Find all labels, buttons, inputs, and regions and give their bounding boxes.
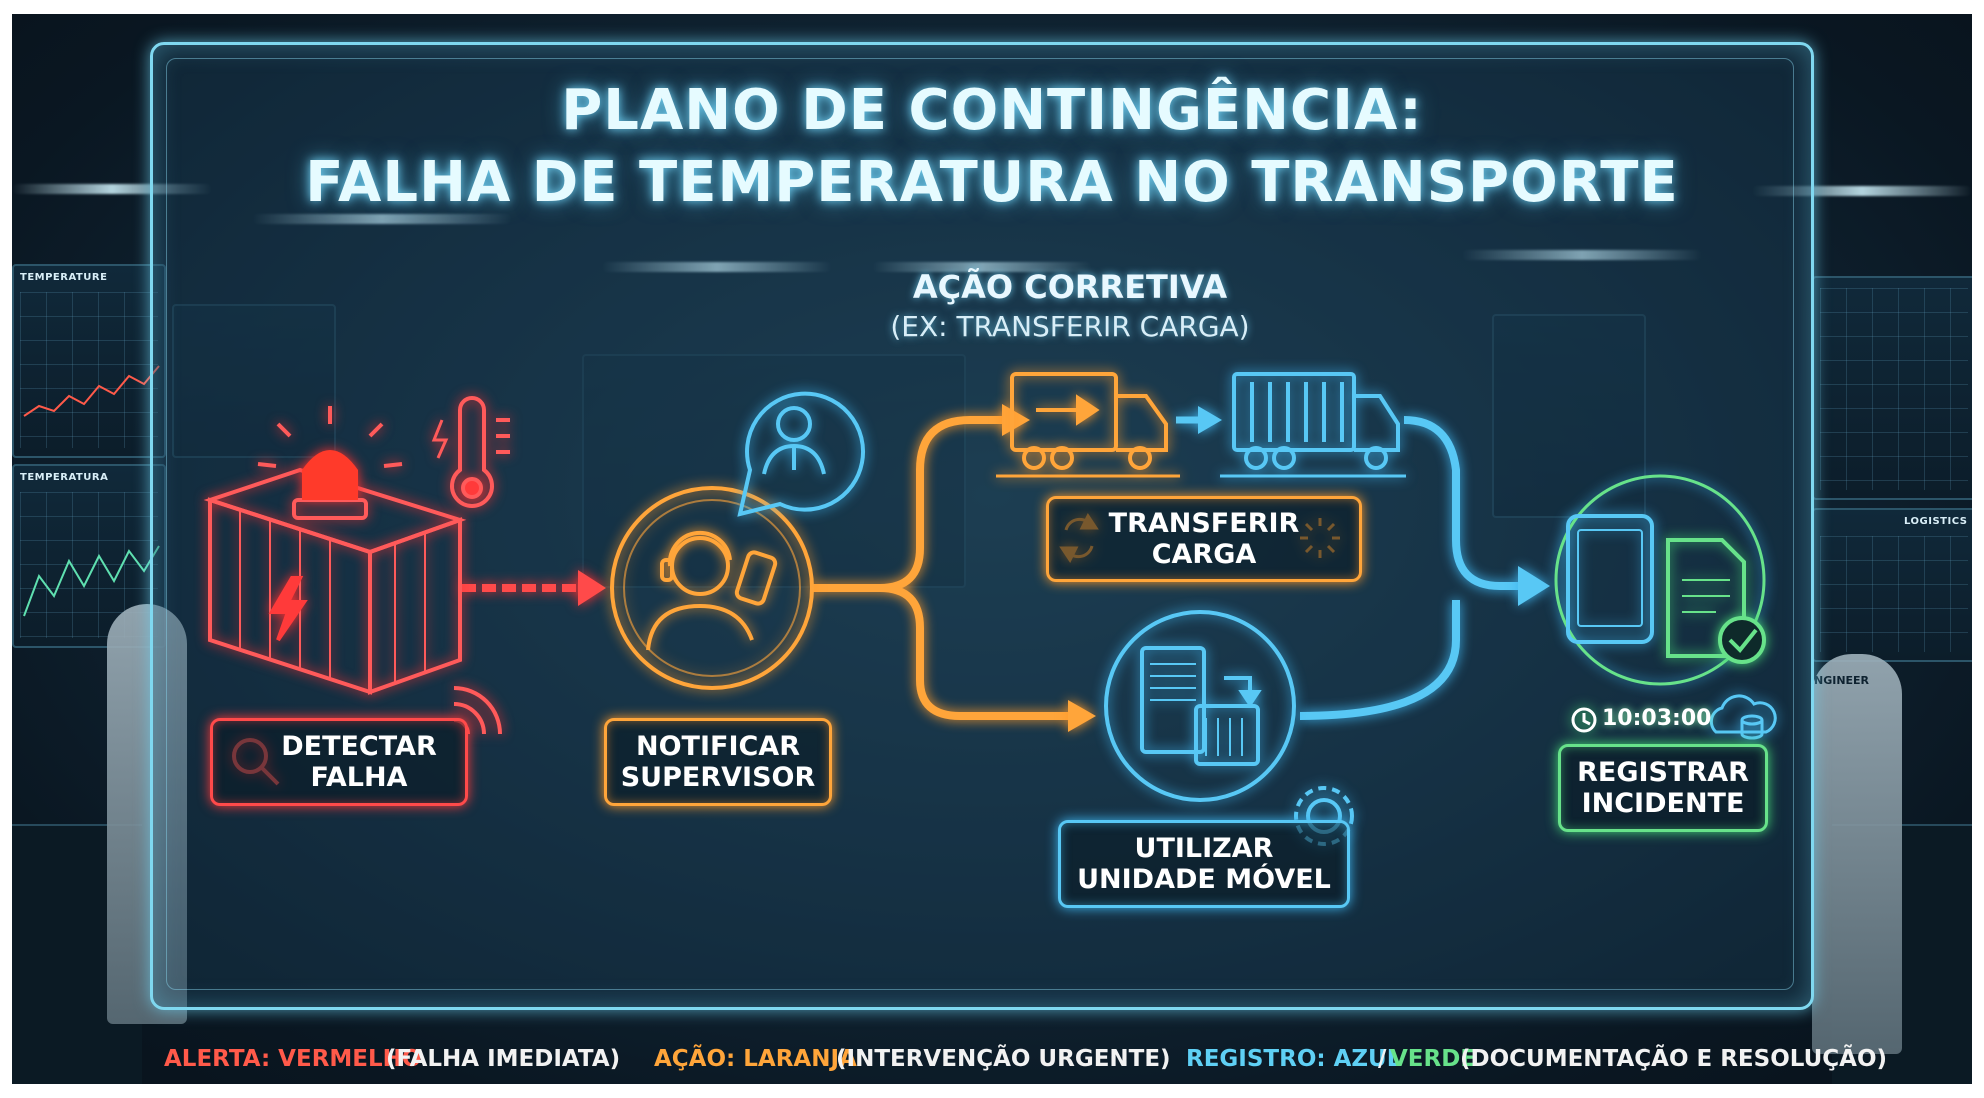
timestamp: 10:03:00: [1602, 706, 1712, 731]
refrigeration-unit-icon: [1104, 610, 1296, 802]
ceiling-light: [872, 262, 1092, 272]
ceiling-light: [602, 262, 832, 272]
transfer-cargo-label: TRANSFERIR CARGA: [1046, 496, 1362, 582]
temperature-chart-line: [23, 365, 160, 417]
orange-arrowhead-top: [1002, 404, 1030, 436]
detect-failure-label: DETECTAR FALHA: [210, 718, 468, 806]
legend-record-blue: REGISTRO: AZUL: [1186, 1046, 1402, 1072]
orange-arrowhead-bottom: [1068, 700, 1096, 732]
hologram-panel-inner-border: [166, 58, 1794, 990]
detect-label-line-1: DETECTAR: [281, 731, 437, 762]
legend-record-sep: /: [1378, 1046, 1387, 1072]
blue-merge-connector: [1299, 416, 1520, 720]
shipping-container-icon: [203, 467, 467, 695]
corrective-action-subtitle: (EX: TRANSFERIR CARGA): [890, 310, 1250, 343]
legend-action-desc: (INTERVENÇÃO URGENTE): [836, 1046, 1171, 1072]
ceiling-light: [12, 184, 212, 194]
monitor-label: TEMPERATURE: [20, 272, 108, 283]
orange-branch-connector: [812, 416, 1070, 720]
blue-arrowhead-register: [1518, 566, 1550, 606]
thermometer-icon: [431, 396, 510, 508]
transfer-label-line-2: CARGA: [1151, 539, 1257, 570]
supervisor-headset-icon: [610, 486, 814, 690]
legend-alert-label: ALERTA: VERMELHO: [164, 1046, 422, 1072]
legend-record-desc: (DOCUMENTAÇÃO E RESOLUÇÃO): [1460, 1046, 1888, 1072]
ceiling-light: [1752, 186, 1972, 196]
document-check-icon: [1666, 538, 1766, 664]
corrective-action-title: AÇÃO CORRETIVA: [912, 268, 1228, 306]
notify-supervisor-label: NOTIFICAR SUPERVISOR: [604, 718, 832, 806]
monitor-label: TEMPERATURA: [20, 472, 109, 483]
monitor-label: LOGISTICS: [1904, 516, 1968, 527]
ceiling-light: [1462, 250, 1702, 260]
clock-icon: [1571, 707, 1597, 733]
transfer-label-line-1: TRANSFERIR: [1108, 508, 1300, 539]
mobile-unit-label-line-2: UNIDADE MÓVEL: [1077, 864, 1331, 895]
register-incident-label: REGISTRAR INCIDENTE: [1558, 744, 1768, 832]
cloud-database-icon: [1709, 694, 1777, 740]
notify-label-line-1: NOTIFICAR: [635, 731, 800, 762]
temperature-monitor: TEMPERATURE: [12, 264, 166, 458]
truck-icon: [996, 372, 1180, 478]
container-truck-icon: [1220, 372, 1406, 478]
page-title-line-1: PLANO DE CONTINGÊNCIA:: [561, 78, 1423, 143]
detect-label-line-2: FALHA: [310, 762, 408, 793]
chat-bubble-person-icon: [737, 391, 866, 517]
temperature-chart-line: [23, 545, 160, 617]
ceiling-light: [252, 214, 512, 224]
world-map-monitor: [1812, 276, 1972, 500]
legend-alert-desc: (FALHA IMEDIATA): [386, 1046, 621, 1072]
mobile-unit-label: UTILIZAR UNIDADE MÓVEL: [1058, 820, 1350, 908]
alarm-siren-icon: [257, 406, 403, 520]
legend-record-green: VERDE: [1390, 1046, 1477, 1072]
legend-action-label: AÇÃO: LARANJA: [654, 1046, 857, 1072]
register-label-line-2: INCIDENTE: [1581, 788, 1745, 819]
page-title-line-2: FALHA DE TEMPERATURA NO TRANSPORTE: [305, 150, 1679, 215]
logistics-monitor: LOGISTICS: [1812, 508, 1972, 662]
red-arrow-connector: [462, 570, 606, 606]
tablet-icon: [1554, 474, 1766, 686]
hologram-panel: [150, 42, 1814, 1010]
notify-label-line-2: SUPERVISOR: [620, 762, 816, 793]
engineer-badge: NGINEER: [1814, 674, 1870, 687]
background-monitor: [172, 304, 336, 458]
mobile-unit-label-line-1: UTILIZAR: [1134, 833, 1274, 864]
control-room-background: TEMPERATURE TEMPERATURA LOGISTICS NGINEE…: [12, 14, 1972, 1084]
background-monitor: [582, 354, 966, 588]
register-label-line-1: REGISTRAR: [1577, 757, 1749, 788]
blue-transfer-arrow: [1176, 406, 1222, 434]
engineer-figure: [107, 604, 187, 1024]
engineer-figure: [1812, 654, 1902, 1054]
